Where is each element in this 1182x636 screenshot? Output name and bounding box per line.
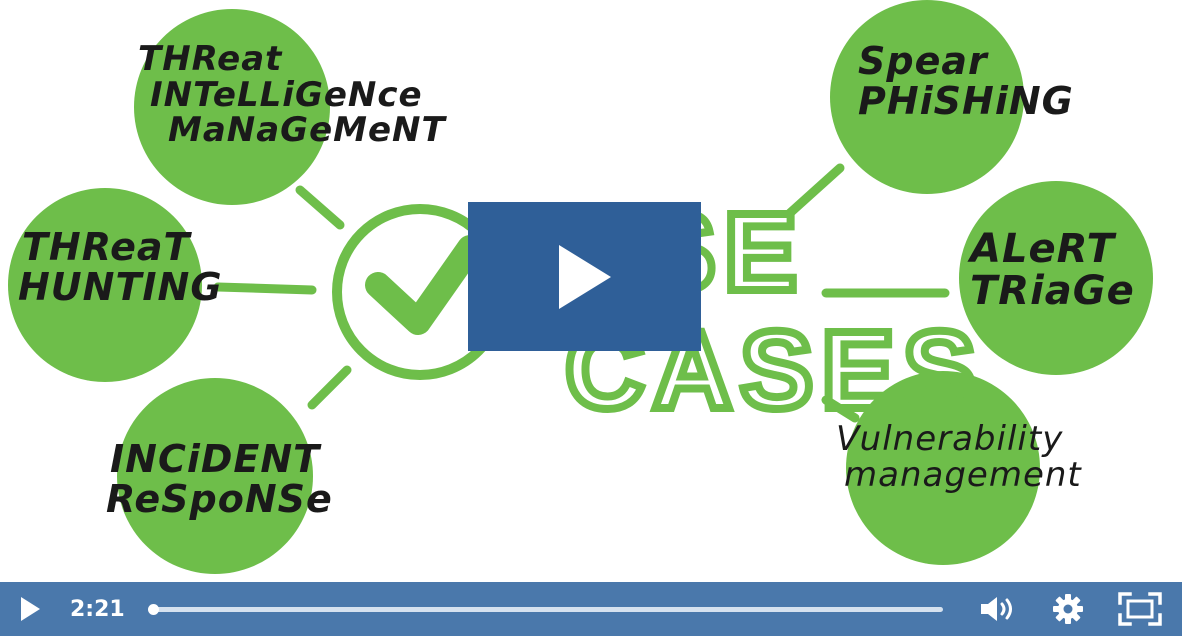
progress-handle[interactable] [147,603,159,615]
volume-icon [980,597,1012,621]
fullscreen-button[interactable] [1115,582,1165,636]
settings-button[interactable] [1043,582,1093,636]
play-icon [558,244,611,309]
play-icon [21,597,40,621]
label-threat-hunting: THReaT HUNTING [18,225,223,309]
big-play-button[interactable] [468,202,701,351]
label-vulnerability-management: Vulnerability management [836,419,1082,495]
label-threat-intelligence-management: THReat INTeLLiGeNce MaNaGeMeNT [138,39,446,151]
progress-bar[interactable] [147,603,943,615]
label-incident-response: INCiDENT ReSpoNSe [106,437,333,521]
play-button[interactable] [4,582,56,636]
label-spear-phishing: Spear PHiSHiNG [858,39,1074,123]
current-time: 2:21 [70,596,125,622]
volume-button[interactable] [973,582,1023,636]
gear-icon [1052,594,1083,624]
label-alert-triage: ALeRT TRiaGe [970,226,1135,314]
video-area[interactable]: USE CASES THReat INTeLLiGeNce MaNaGeMeNT… [0,0,1182,582]
fullscreen-icon [1117,592,1162,626]
player-control-bar: 2:21 [0,582,1182,636]
slide-artwork: USE CASES [8,0,1153,574]
